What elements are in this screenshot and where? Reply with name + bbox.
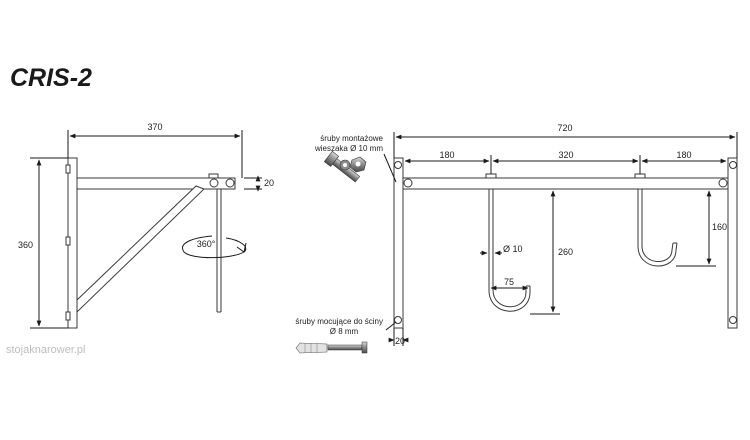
horizontal-arm bbox=[76, 177, 236, 190]
total-width-label: 720 bbox=[557, 123, 572, 133]
washer-icon bbox=[339, 159, 351, 171]
wall-screw-icon bbox=[327, 341, 368, 354]
side-height-label: 360 bbox=[18, 240, 33, 250]
wall-screw-leader bbox=[385, 321, 397, 331]
tube-size-label: 20 bbox=[264, 178, 274, 188]
side-dimensions bbox=[30, 130, 262, 329]
side-view bbox=[65, 157, 247, 329]
hook-width-label: 75 bbox=[504, 277, 514, 287]
hook-diameter-label: Ø 10 bbox=[503, 244, 523, 254]
bolt-circle bbox=[225, 178, 235, 188]
nut-icon bbox=[349, 156, 367, 173]
short-hook bbox=[637, 189, 678, 267]
product-title: CRIS-2 bbox=[10, 64, 92, 92]
front-view bbox=[393, 157, 738, 329]
short-hook-label: 160 bbox=[712, 222, 727, 232]
diagonal-brace bbox=[76, 185, 205, 314]
right-spacing-label: 180 bbox=[676, 150, 691, 160]
watermark: stojaknarower.pl bbox=[6, 344, 86, 356]
middle-spacing-label: 320 bbox=[558, 150, 573, 160]
wall-screws-label-line1: śruby mocujące do ściny bbox=[295, 317, 383, 326]
long-hook-label: 260 bbox=[558, 247, 573, 257]
left-post bbox=[393, 157, 404, 329]
post-width-label: 20 bbox=[395, 336, 405, 346]
rotation-label: 360° bbox=[197, 239, 216, 249]
right-post bbox=[727, 157, 738, 329]
top-bar bbox=[402, 177, 729, 190]
long-hook bbox=[488, 189, 531, 312]
bolt-circle bbox=[209, 178, 219, 188]
rotation-arc bbox=[182, 235, 247, 259]
left-spacing-label: 180 bbox=[439, 150, 454, 160]
wall-screws-label-line2: Ø 8 mm bbox=[330, 327, 359, 336]
mount-screws-label-line2: wieszaka Ø 10 mm bbox=[314, 144, 383, 153]
front-dimensions bbox=[383, 132, 738, 346]
wall-plug-icon bbox=[295, 342, 328, 354]
side-width-label: 370 bbox=[147, 122, 162, 132]
mount-screws-label-line1: śruby montażowe bbox=[320, 134, 383, 143]
mount-screw-leader bbox=[383, 153, 397, 183]
